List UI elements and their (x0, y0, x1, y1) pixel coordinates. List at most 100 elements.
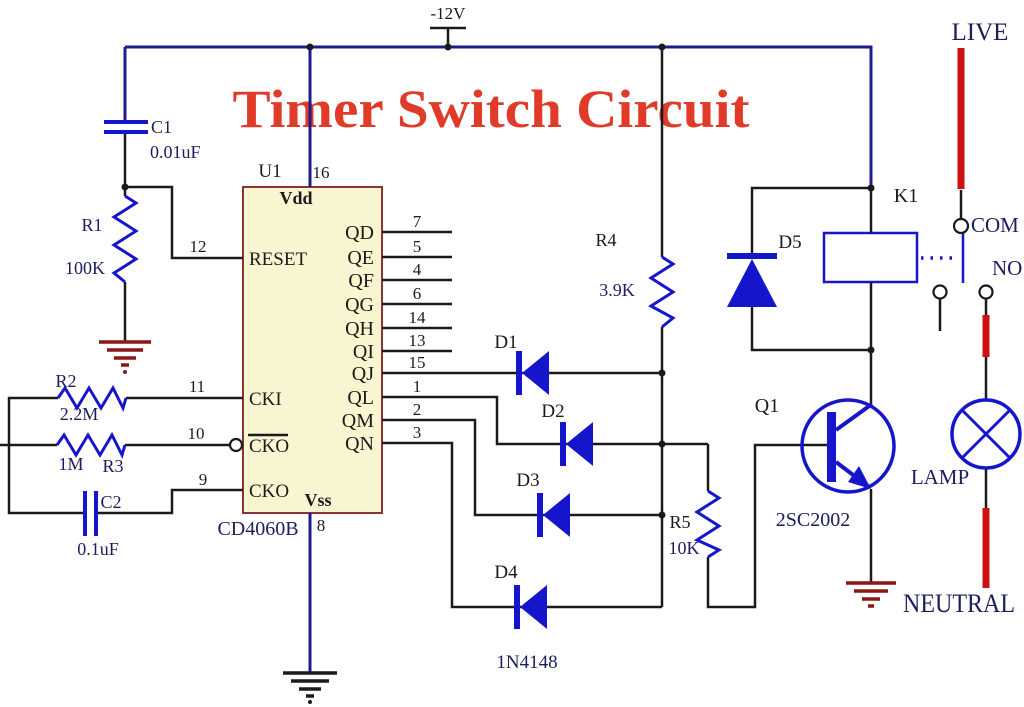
c1-value: 0.01uF (150, 142, 201, 162)
d3-ref: D3 (516, 470, 539, 491)
pin-num-2: 2 (413, 400, 422, 419)
c1-ref: C1 (151, 117, 172, 137)
pin-qg: QG (345, 294, 374, 316)
mains-lines (957, 48, 990, 588)
d3-anode-triangle (543, 493, 570, 537)
ic-vdd-pin: 16 (313, 163, 330, 182)
r2-value: 2.2M (60, 404, 99, 424)
ic-ref: U1 (258, 161, 281, 182)
reset-wire (125, 185, 243, 260)
d4-ref: D4 (494, 562, 518, 583)
pin-qh: QH (345, 318, 374, 340)
pin-num-10: 10 (188, 424, 205, 443)
pin-num-6: 6 (413, 284, 422, 303)
pin-qm: QM (342, 410, 374, 432)
ic-part: CD4060B (217, 518, 298, 540)
pin-qn: QN (345, 433, 374, 455)
lamp-symbol (950, 398, 1022, 470)
diode-d3 (537, 493, 570, 537)
com-contact-circle (952, 217, 970, 235)
minus12v-rail (125, 45, 873, 188)
labels: -12V C1 0.01uF R1 100K R2 2.2M 1M R3 C2 … (55, 4, 1022, 673)
r5-ref: R5 (669, 512, 690, 532)
r3-value: 1M (58, 454, 83, 474)
live-label: LIVE (952, 19, 1009, 46)
ic-vss-label: Vss (304, 490, 331, 510)
diode-d4 (514, 585, 547, 629)
junction-dot (867, 184, 875, 192)
junction-dot (658, 440, 666, 448)
q1-part: 2SC2002 (776, 509, 850, 531)
diode-d1 (516, 351, 549, 395)
r5-value: 10K (669, 538, 700, 558)
d2-anode-triangle (566, 422, 593, 466)
r3-ref: R3 (102, 456, 123, 476)
pin-num-13: 13 (409, 331, 426, 350)
diode-d2 (560, 422, 593, 466)
pin-num-4: 4 (413, 260, 422, 279)
q1-ref: Q1 (755, 395, 779, 417)
d5-bottom-lead (750, 307, 871, 352)
junction-dots (121, 43, 875, 519)
resistor-r4 (648, 255, 676, 329)
junction-dot (121, 183, 129, 191)
resistor-r5 (693, 489, 723, 559)
resistor-r3 (55, 431, 127, 460)
d1-ref: D1 (494, 332, 517, 353)
d2-ref: D2 (541, 401, 564, 422)
resistor-r2 (56, 384, 128, 413)
com-label: COM (971, 213, 1019, 237)
base-wire (706, 443, 828, 609)
lamp-x (960, 408, 1012, 460)
power-label: -12V (431, 4, 467, 23)
junction-dot (306, 43, 314, 51)
pin-num-9: 9 (199, 470, 208, 489)
ic-body (242, 186, 383, 514)
r2-ref: R2 (55, 371, 76, 391)
pin-qf: QF (348, 270, 374, 292)
d4-part: 1N4148 (496, 652, 557, 673)
q1-circle (800, 398, 896, 494)
pin-qe: QE (347, 247, 374, 269)
pin-ql: QL (347, 387, 374, 409)
no-contact-circle (978, 284, 994, 300)
junction-dot (658, 369, 666, 377)
pin-cki: CKI (249, 389, 282, 410)
no-label: NO (992, 256, 1022, 280)
pin-cko: CKO (249, 481, 289, 502)
pin-num-11: 11 (189, 377, 205, 396)
cko-inverter-bubble (228, 437, 244, 453)
r4-ref: R4 (595, 230, 616, 250)
transistor-q1 (800, 398, 896, 494)
capacitor-c2 (83, 491, 98, 536)
pin-qj: QJ (352, 363, 374, 385)
d4-anode-triangle (520, 585, 547, 629)
r1-value: 100K (65, 258, 105, 278)
junction-dot (867, 346, 875, 354)
pin-qd: QD (345, 222, 374, 244)
ground-vss (283, 671, 337, 704)
d1-anode-triangle (522, 351, 549, 395)
components-layer (55, 120, 1022, 629)
nc-contact-circle (932, 284, 948, 300)
qm-d3-wire (382, 418, 662, 517)
neutral-label: NEUTRAL (903, 589, 1015, 618)
r4-value: 3.9K (599, 280, 635, 300)
ql-d2-wire (382, 395, 708, 446)
page-title: Timer Switch Circuit (233, 79, 750, 139)
q1-base-bar (827, 412, 836, 482)
c2-value: 0.1uF (77, 539, 119, 559)
d5-top-lead (750, 186, 871, 256)
pin-num-12: 12 (190, 237, 207, 256)
junction-dot (658, 511, 666, 519)
pin-num-3: 3 (413, 423, 422, 442)
diode-d5 (727, 253, 777, 307)
k1-ref: K1 (894, 185, 918, 207)
supply-rail (123, 45, 873, 672)
ground-q1 (846, 581, 896, 608)
ic-vdd-label: Vdd (279, 188, 312, 208)
d5-anode-triangle (727, 259, 777, 307)
c2-ref: C2 (100, 492, 121, 512)
